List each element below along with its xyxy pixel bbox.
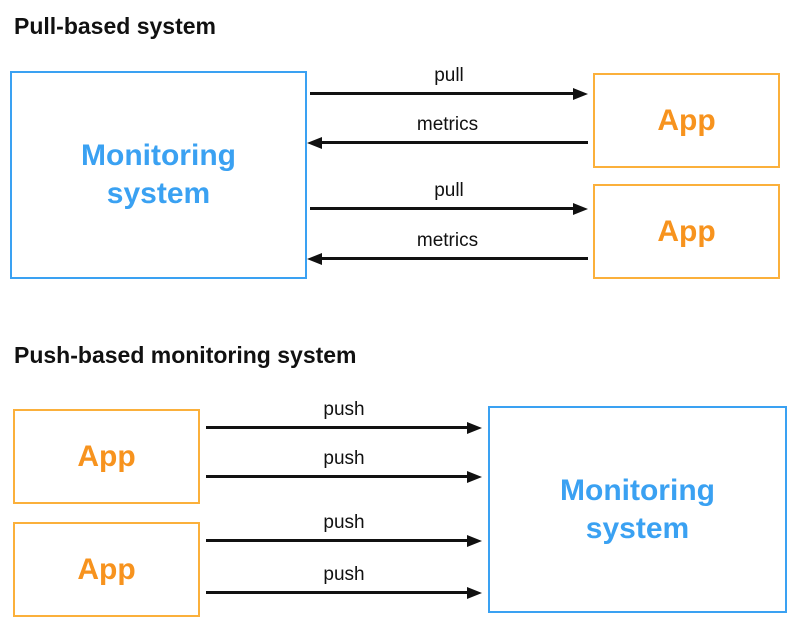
arrow-line xyxy=(319,141,588,144)
app-label: App xyxy=(657,103,716,137)
arrow-line xyxy=(319,257,588,260)
arrow-label: push xyxy=(323,448,365,469)
push-arrow-1: push xyxy=(206,398,482,434)
arrow-label: metrics xyxy=(416,230,479,251)
arrow-line xyxy=(206,475,470,478)
arrow-head-icon xyxy=(467,421,482,434)
push-section-title: Push-based monitoring system xyxy=(14,342,357,368)
monitoring-system-box-push: Monitoring system xyxy=(488,406,787,613)
pull-section-title: Pull-based system xyxy=(14,13,216,39)
app-label: App xyxy=(77,552,136,586)
arrow-line xyxy=(310,207,576,210)
arrow-head-icon xyxy=(467,586,482,599)
metrics-arrow-2: metrics xyxy=(307,229,588,265)
app-box-4: App xyxy=(13,522,200,617)
app-box-1: App xyxy=(593,73,780,168)
monitoring-system-label: Monitoring system xyxy=(560,473,715,545)
app-label: App xyxy=(77,439,136,473)
arrow-head-icon xyxy=(573,87,588,100)
arrow-label: pull xyxy=(434,65,464,86)
app-box-3: App xyxy=(13,409,200,504)
arrow-head-icon xyxy=(467,534,482,547)
pull-arrow-2: pull xyxy=(310,179,588,215)
push-arrow-3: push xyxy=(206,511,482,547)
arrow-head-icon xyxy=(467,470,482,483)
push-arrow-2: push xyxy=(206,447,482,483)
monitoring-system-label: Monitoring system xyxy=(81,139,236,210)
arrow-head-icon xyxy=(573,202,588,215)
arrow-line xyxy=(310,92,576,95)
arrow-head-icon xyxy=(307,136,322,149)
push-arrow-4: push xyxy=(206,563,482,599)
arrow-label: push xyxy=(323,512,365,533)
metrics-arrow-1: metrics xyxy=(307,113,588,149)
arrow-label: push xyxy=(323,564,365,585)
arrow-head-icon xyxy=(307,252,322,265)
app-box-2: App xyxy=(593,184,780,279)
arrow-line xyxy=(206,539,470,542)
pull-arrow-1: pull xyxy=(310,64,588,100)
monitoring-system-box-pull: Monitoring system xyxy=(10,71,307,279)
arrow-line xyxy=(206,426,470,429)
arrow-label: pull xyxy=(434,180,464,201)
arrow-label: push xyxy=(323,399,365,420)
app-label: App xyxy=(657,214,716,248)
arrow-line xyxy=(206,591,470,594)
arrow-label: metrics xyxy=(416,114,479,135)
